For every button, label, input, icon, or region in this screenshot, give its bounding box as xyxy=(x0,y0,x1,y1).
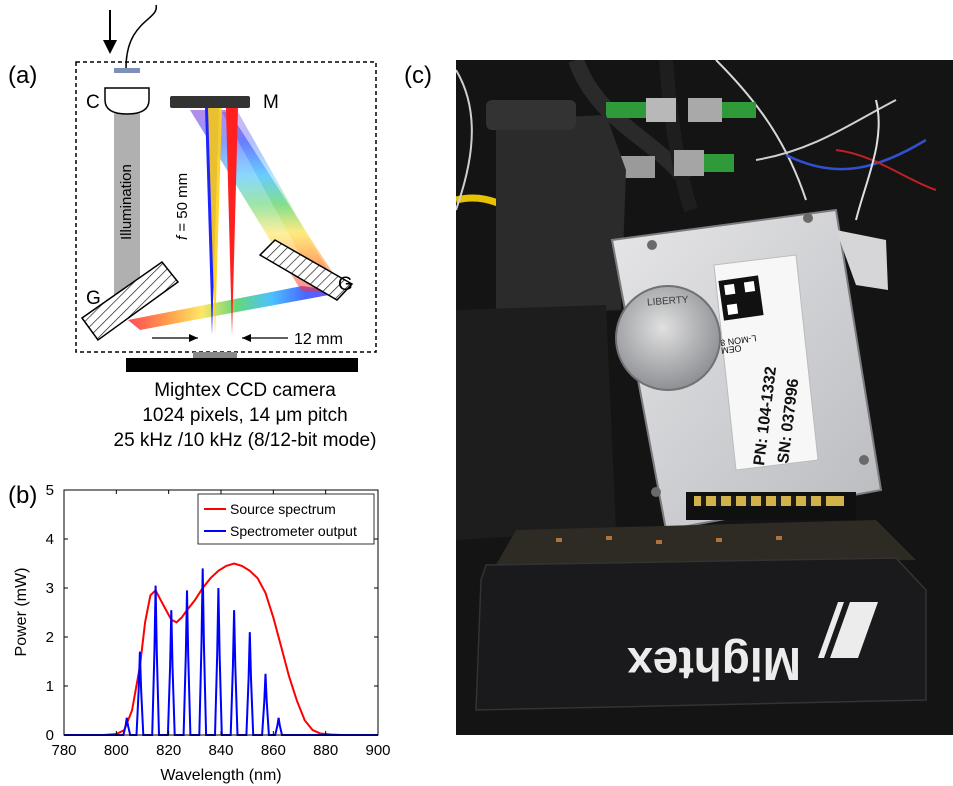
spectrum-chart: 780 800 820 840 860 880 900 0 1 2 3 4 5 Wavelength (… xyxy=(13,482,391,784)
collimator-label: C xyxy=(86,92,100,113)
mightex-logo-icon xyxy=(818,602,878,658)
legend-label-source: Source spectrum xyxy=(230,501,336,517)
y-tick-label: 3 xyxy=(46,580,54,597)
mirror-label: M xyxy=(263,92,279,113)
panel-label-a: (a) xyxy=(8,62,38,89)
aperture-arrow-right-icon xyxy=(242,334,251,342)
illumination-beam xyxy=(114,108,140,308)
x-tick-label: 860 xyxy=(261,742,286,759)
collimator-lens xyxy=(104,87,150,115)
legend: Source spectrum Spectrometer output xyxy=(197,493,375,545)
x-tick-label: 780 xyxy=(51,742,76,759)
panel-label-c: (c) xyxy=(404,62,432,89)
camera-line-1: Mightex CCD camera xyxy=(154,380,336,401)
fiber-cable xyxy=(125,4,157,69)
camera-housing xyxy=(475,557,927,711)
y-tick-label: 0 xyxy=(46,727,54,744)
grating-left xyxy=(80,260,180,342)
panel-label-b: (b) xyxy=(8,482,38,509)
x-tick-label: 840 xyxy=(208,742,233,759)
x-tick-label: 900 xyxy=(365,742,390,759)
mirror xyxy=(170,96,250,108)
x-tick-label: 800 xyxy=(104,742,129,759)
legend-box xyxy=(197,493,375,545)
coin-text: LIBERTY xyxy=(647,295,689,309)
camera-line-2: 1024 pixels, 14 μm pitch xyxy=(142,405,348,426)
enclosure xyxy=(75,61,377,353)
y-tick-label: 5 xyxy=(46,482,54,499)
x-tick-label: 880 xyxy=(313,742,338,759)
camera-caption: Mightex CCD camera 1024 pixels, 14 μm pi… xyxy=(80,378,410,453)
quarter-coin xyxy=(615,285,721,391)
fiber-connector xyxy=(114,68,140,73)
spectrometer-diagram: Illumination C M G G f = 50 mm 12 mm xyxy=(75,4,377,372)
grating-right xyxy=(258,239,354,301)
y-tick-label: 2 xyxy=(46,629,54,646)
camera-sensor xyxy=(193,352,237,358)
label-oem: OEM xyxy=(720,343,742,356)
series-source-spectrum-line xyxy=(64,562,378,736)
qr-code xyxy=(718,275,764,321)
aperture-label: 12 mm xyxy=(294,331,343,348)
grating-left-label: G xyxy=(86,288,101,309)
grating-right-label: G xyxy=(338,274,353,295)
illumination-label: Illumination xyxy=(118,164,135,240)
y-tick-label: 4 xyxy=(46,531,54,548)
legend-label-output: Spectrometer output xyxy=(230,523,357,539)
camera-photo: L-MON 835 OEM PN: 104-1332 SN: 037996 LI… xyxy=(456,60,953,735)
series-spectrometer-output-line xyxy=(64,568,378,736)
x-tick-label: 820 xyxy=(156,742,181,759)
camera-line-3: 25 kHz /10 kHz (8/12-bit mode) xyxy=(113,430,377,451)
focal-label: f = 50 mm xyxy=(174,173,191,240)
input-arrow-icon xyxy=(103,40,117,54)
brand-text: Mightex xyxy=(627,638,801,690)
x-axis-label: Wavelength (nm) xyxy=(160,767,281,784)
y-axis-label: Power (mW) xyxy=(13,568,30,657)
y-tick-label: 1 xyxy=(46,678,54,695)
camera-body xyxy=(126,358,358,372)
aperture-arrow-left-icon xyxy=(189,334,198,342)
